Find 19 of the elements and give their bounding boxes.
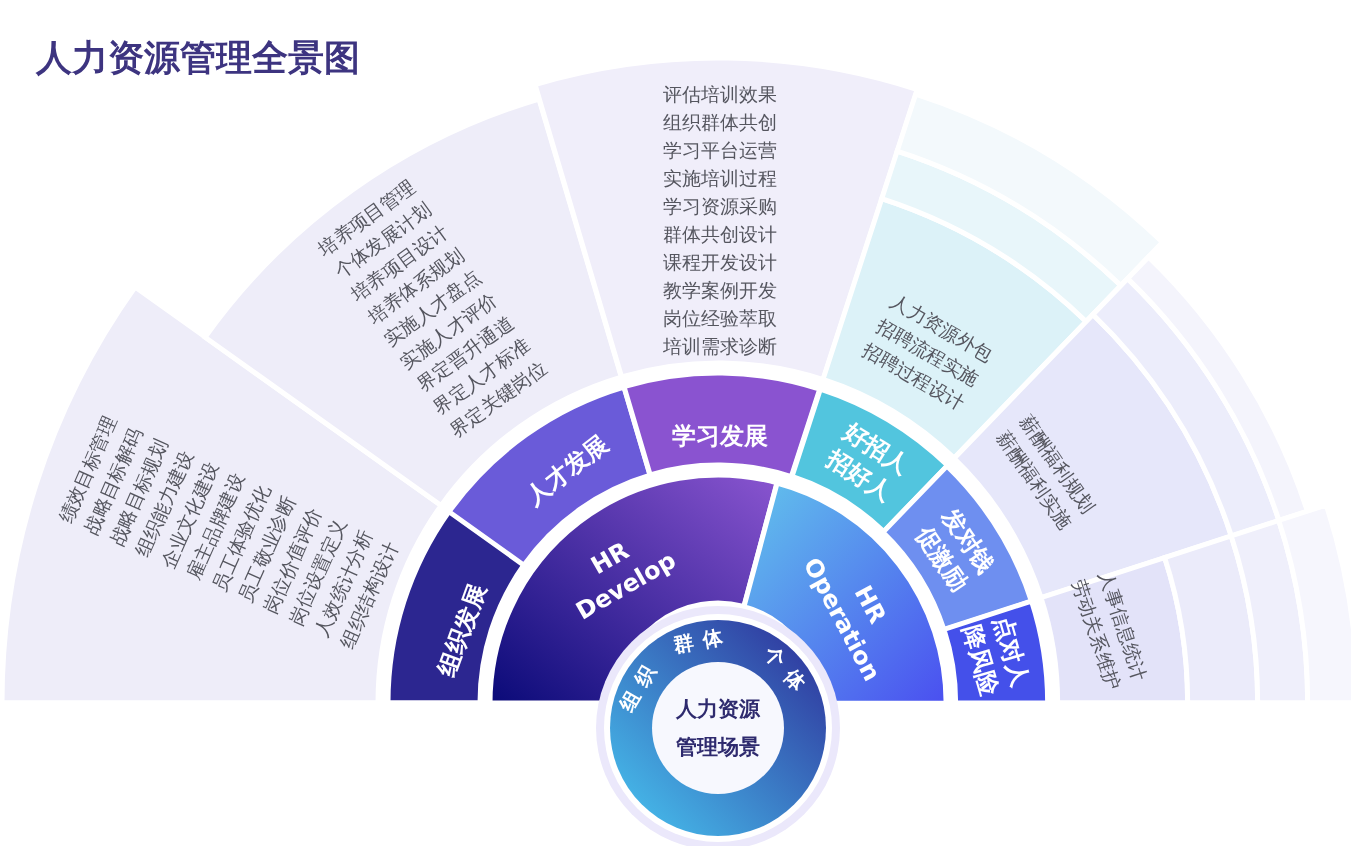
sector-label: 组织发展 bbox=[431, 579, 493, 682]
center-label: 人力资源管理场景 bbox=[675, 696, 761, 761]
sector-label: 学习发展 bbox=[671, 421, 769, 452]
list-item: 实施培训过程 bbox=[663, 166, 777, 191]
list-item: 岗位经验萃取 bbox=[663, 306, 777, 331]
sector-label: 点对人降风险 bbox=[956, 612, 1036, 701]
ring-label: 组织 bbox=[614, 652, 666, 716]
list-item: 学习平台运营 bbox=[663, 138, 777, 163]
list-item: 评估培训效果 bbox=[663, 82, 777, 107]
list-item: 培训需求诊断 bbox=[663, 334, 777, 359]
list-item: 组织群体共创 bbox=[663, 110, 777, 135]
list-item: 群体共创设计 bbox=[663, 222, 777, 247]
ring-label: 个体 bbox=[759, 641, 817, 703]
sector-label: 人才发展 bbox=[519, 428, 615, 513]
list-item: 学习资源采购 bbox=[663, 194, 777, 219]
ring-label: 群体 bbox=[671, 622, 735, 658]
list-item: 教学案例开发 bbox=[663, 278, 777, 303]
list-item: 课程开发设计 bbox=[663, 250, 777, 275]
title: 人力资源管理全景图 bbox=[36, 36, 360, 80]
